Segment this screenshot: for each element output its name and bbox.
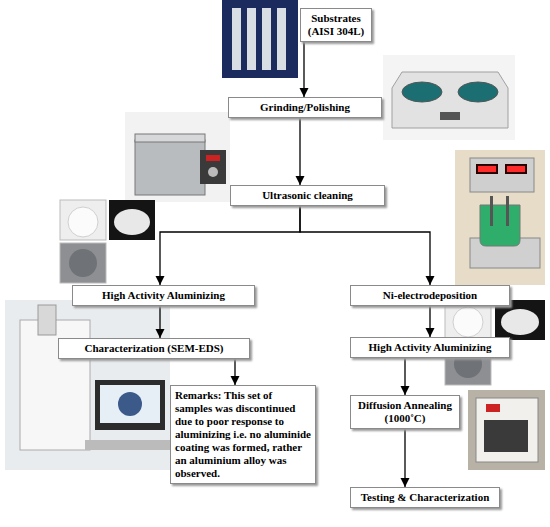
process-box: High Activity Aluminizing [350, 337, 510, 358]
sem-image [118, 392, 142, 416]
process-box: Diffusion Annealing (1000˚C) [350, 395, 460, 429]
electrode [490, 196, 493, 226]
process-box: Testing & Characterization [350, 487, 500, 508]
ultrasonic-controller [200, 150, 226, 184]
display [476, 164, 498, 174]
aluminium-powder [109, 200, 155, 240]
display [206, 155, 220, 161]
polisher-panel [440, 112, 460, 120]
box-label: Ultrasonic cleaning [235, 189, 380, 202]
digits [478, 166, 496, 172]
process-box: Ni-electrodeposition [350, 285, 510, 306]
flow-arrow [299, 118, 300, 185]
box-label: Grinding/Polishing [233, 101, 377, 114]
sem-gun [38, 305, 56, 335]
polisher-photo [383, 55, 515, 140]
box-label: Testing & Characterization [355, 491, 495, 504]
process-box: Substrates (AISI 304L) [300, 8, 372, 42]
steel-strip [232, 8, 241, 70]
box-label: Ni-electrodeposition [355, 289, 505, 302]
box-label: Diffusion Annealing (1000˚C) [355, 399, 455, 425]
beaker [480, 205, 520, 246]
ultrasonic-photo [125, 112, 230, 202]
ultrasonic-lid [135, 134, 205, 142]
process-box: Characterization (SEM-EDS) [58, 338, 250, 359]
flow-arrow [234, 359, 235, 385]
flow-arrow [404, 429, 405, 487]
digits [507, 166, 525, 172]
flow-arrow [404, 358, 405, 395]
electrode [506, 196, 509, 226]
control-knob [208, 167, 218, 177]
steel-strip [262, 8, 271, 70]
polishing-wheel [402, 82, 442, 102]
sem-photo [5, 300, 170, 470]
polisher-body [392, 72, 508, 128]
box-label: High Activity Aluminizing [77, 289, 250, 302]
substrate-photo [222, 0, 298, 78]
powder-heap [453, 307, 483, 337]
polishing-wheel [458, 82, 498, 102]
furnace-body [476, 398, 538, 462]
powder-heap [114, 209, 150, 235]
display [486, 404, 500, 412]
steel-strip [277, 8, 286, 70]
remark-text: Remarks: This set of samples was discont… [175, 389, 311, 480]
aluminium-powder [495, 300, 545, 340]
flow-arrow [300, 206, 430, 285]
display [505, 164, 527, 174]
box-label: Characterization (SEM-EDS) [63, 342, 245, 355]
flow-arrow [159, 306, 160, 338]
desk [85, 440, 170, 450]
monitor-screen [100, 385, 160, 423]
box-label: High Activity Aluminizing [355, 341, 505, 354]
process-box: Ultrasonic cleaning [230, 185, 385, 206]
powder-heap [68, 207, 98, 237]
box-label: Substrates (AISI 304L) [305, 12, 367, 38]
flow-arrow [429, 306, 430, 337]
flow-arrow [160, 206, 300, 285]
ultrasonic-tank [135, 140, 205, 195]
process-box: High Activity Aluminizing [72, 285, 255, 306]
power-supply [470, 158, 534, 192]
furnace-door [484, 420, 528, 452]
powder-heap [69, 249, 97, 277]
powder-heap [501, 309, 539, 335]
electrodeposition-photo [455, 150, 545, 285]
alumina-powder [60, 200, 106, 240]
alumina-powder [445, 300, 491, 340]
steel-strip [247, 8, 256, 70]
monitor [95, 380, 165, 430]
process-box: Grinding/Polishing [228, 97, 382, 118]
activator-powder [60, 243, 106, 283]
flow-arrow [303, 42, 304, 97]
furnace-photo [468, 390, 545, 470]
process-box: Remarks: This set of samples was discont… [170, 385, 316, 484]
